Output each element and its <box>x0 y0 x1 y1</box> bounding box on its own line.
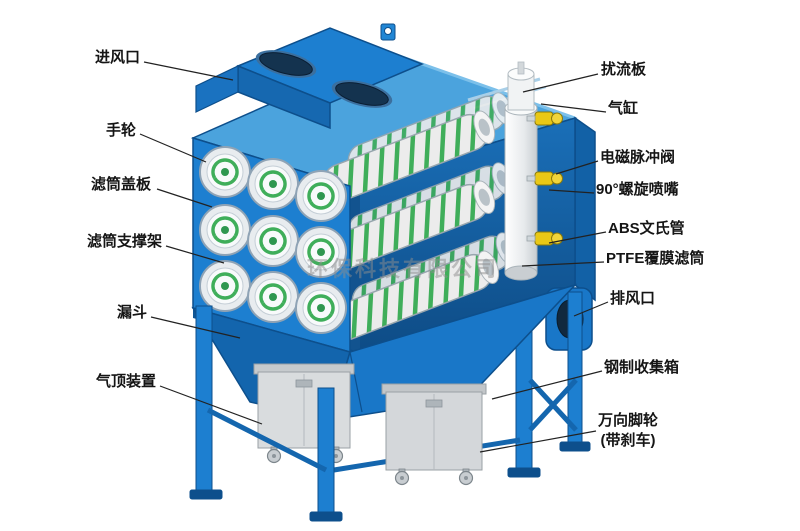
lifting-lug <box>380 23 396 41</box>
caster-wheel <box>458 468 474 486</box>
leader-ptfe-cartridge <box>521 261 605 267</box>
leader-air-cylinder <box>540 103 607 113</box>
label-funnel: 漏斗 <box>117 304 148 321</box>
inlet-hood <box>195 23 424 130</box>
label-air-jack-device: 气顶装置 <box>96 373 157 390</box>
support-legs-rear <box>333 291 591 478</box>
leader-support-frame <box>165 245 225 264</box>
label-caster: 万向脚轮 (带刹车) <box>598 412 659 449</box>
label-steel-bin: 钢制收集箱 <box>604 359 680 376</box>
filter-cover <box>246 270 300 324</box>
leader-nozzle <box>548 189 595 194</box>
inlet-opening <box>331 80 393 108</box>
label-abs-venturi: ABS文氏管 <box>608 220 685 237</box>
leader-caster <box>479 430 597 453</box>
leader-cartridge-cover <box>156 188 213 208</box>
caster-wheel <box>266 446 282 464</box>
filter-cover <box>246 157 300 211</box>
caster-wheel <box>394 468 410 486</box>
inlet-opening <box>255 50 317 78</box>
steel-collection-bin <box>253 363 355 464</box>
leader-air-inlet <box>143 61 234 81</box>
label-support-frame: 滤筒支撑架 <box>87 233 163 250</box>
label-cartridge-cover: 滤筒盖板 <box>91 176 152 193</box>
leader-spoiler <box>522 73 599 93</box>
filter-cover <box>294 169 348 223</box>
filter-cover <box>198 259 252 313</box>
leader-air-jack <box>159 385 263 425</box>
leader-lines <box>139 61 609 453</box>
label-ptfe-cartridge: PTFE覆膜滤筒 <box>606 250 705 267</box>
filter-cover <box>246 214 300 268</box>
label-spoiler-plate: 扰流板 <box>601 61 647 78</box>
leader-venturi <box>548 231 607 244</box>
cylinder-stem <box>517 61 525 75</box>
label-handwheel: 手轮 <box>106 122 137 139</box>
label-spiral-nozzle: 90°螺旋喷嘴 <box>596 181 679 198</box>
filter-cover <box>294 225 348 279</box>
manifold-bottom <box>504 265 538 281</box>
leader-steel-bin <box>491 370 603 400</box>
leader-exhaust-outlet <box>573 301 609 317</box>
filter-cover <box>294 281 348 335</box>
filter-cover <box>198 145 252 199</box>
air-manifold <box>504 61 563 281</box>
label-air-cylinder: 气缸 <box>608 100 639 117</box>
steel-collection-bin <box>381 383 487 486</box>
leader-handwheel <box>139 133 207 163</box>
label-exhaust-outlet: 排风口 <box>610 290 656 307</box>
leader-pulse-valve <box>555 160 599 175</box>
filter-cover <box>198 203 252 257</box>
support-legs-front <box>189 305 343 522</box>
right-side-panel <box>574 116 596 302</box>
collection-bins <box>253 363 487 486</box>
manifold-pipe <box>504 107 538 274</box>
leader-funnel <box>150 316 241 339</box>
label-air-inlet: 进风口 <box>95 49 141 66</box>
label-pulse-valve: 电磁脉冲阀 <box>600 149 676 166</box>
